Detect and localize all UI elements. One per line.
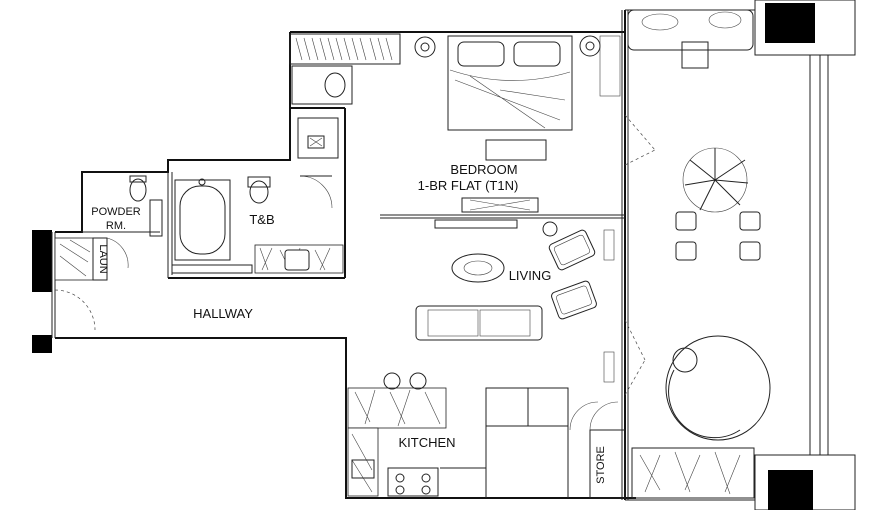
- store-label: STORE: [595, 446, 607, 484]
- entry-door-swing: [54, 289, 96, 331]
- bed: [414, 35, 621, 161]
- hallway-label: HALLWAY: [193, 306, 253, 321]
- store-room: [589, 401, 626, 499]
- powder-room: [82, 175, 163, 237]
- balcony: [627, 9, 771, 499]
- kitchen-label: KITCHEN: [398, 435, 455, 450]
- laundry-label: LAUN: [97, 244, 109, 273]
- tb-walls: [167, 107, 346, 279]
- kitchen: [347, 372, 599, 498]
- wardrobe: [289, 33, 401, 105]
- laundry: [54, 237, 129, 281]
- flat-type-label: 1-BR FLAT (T1N): [418, 178, 519, 193]
- powder-room-label-line1: POWDER: [91, 206, 141, 218]
- tb-label: T&B: [249, 212, 274, 227]
- living-label: LIVING: [509, 268, 552, 283]
- powder-room-label-line2: RM.: [106, 220, 126, 232]
- living-furniture: [415, 229, 646, 396]
- bedroom-label: BEDROOM: [450, 162, 517, 177]
- room-divider: [380, 114, 656, 237]
- structural-columns: [32, 0, 856, 510]
